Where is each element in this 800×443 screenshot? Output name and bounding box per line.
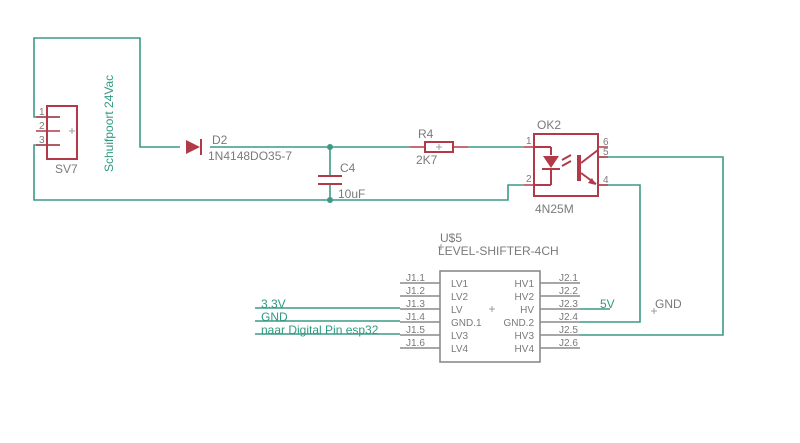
junction-dot — [327, 197, 333, 203]
pin-name: GND.1 — [451, 318, 482, 329]
pin-id: J2.1 — [559, 273, 578, 284]
pin-name: GND.2 — [503, 318, 534, 329]
pin-name: LV1 — [451, 279, 468, 290]
connector-sv7[interactable]: 1 2 3 SV7 Schuifpoort 24Vac — [36, 75, 116, 176]
light-arrow-icon — [561, 154, 572, 161]
capacitor-ref: C4 — [340, 161, 356, 175]
connector-name: Schuifpoort 24Vac — [102, 75, 116, 172]
pin-id: J1.4 — [406, 312, 425, 323]
wire-ok2-pin5-to-j2-5 — [580, 156, 724, 336]
pin-id: J2.4 — [559, 312, 578, 323]
diode-triangle — [186, 140, 200, 154]
optocoupler-body — [533, 133, 599, 197]
resistor-value: 2K7 — [416, 153, 438, 167]
pin-name: HV1 — [515, 279, 535, 290]
connector-ref: SV7 — [55, 162, 78, 176]
pin-id: J1.3 — [406, 299, 425, 310]
light-arrow-icon — [561, 160, 572, 167]
net-label-gnd-right[interactable]: GND — [655, 297, 682, 311]
connector-pin-number: 3 — [39, 135, 45, 146]
net-labels: 3.3V GND naar Digital Pin esp32 5V GND — [261, 297, 682, 337]
net-label-5v[interactable]: 5V — [600, 297, 615, 311]
optocoupler-pin-number: 2 — [526, 174, 532, 185]
pin-name: HV — [520, 305, 534, 316]
pin-name: LV3 — [451, 331, 468, 342]
pin-id: J2.3 — [559, 299, 578, 310]
led-triangle — [543, 156, 559, 168]
connector-pin-number: 2 — [39, 121, 45, 132]
pin-id: J1.5 — [406, 325, 425, 336]
capacitor-value: 10uF — [338, 187, 365, 201]
optocoupler-value: 4N25M — [535, 202, 574, 216]
pin-name: LV2 — [451, 292, 468, 303]
optocoupler-pin-number: 5 — [603, 147, 609, 158]
capacitor-c4[interactable]: C4 10uF — [318, 161, 365, 201]
diode-d2[interactable]: D2 1N4148DO35-7 — [186, 133, 292, 163]
pin-id: J1.2 — [406, 286, 425, 297]
pin-id: J2.5 — [559, 325, 578, 336]
pin-id: J2.6 — [559, 338, 578, 349]
pin-name: HV2 — [515, 292, 535, 303]
resistor-ref: R4 — [418, 127, 434, 141]
wires — [33, 37, 724, 336]
optocoupler-pin-number: 6 — [603, 137, 609, 148]
connector-pin-number: 1 — [39, 107, 45, 118]
transistor-collector — [580, 149, 599, 164]
optocoupler-pin-number: 1 — [526, 136, 532, 147]
resistor-r4[interactable]: R4 2K7 — [410, 127, 468, 167]
emitter-arrow-icon — [588, 178, 596, 185]
level-shifter-body — [439, 270, 541, 363]
connector-body — [46, 105, 78, 160]
net-label-3v3[interactable]: 3.3V — [261, 297, 286, 311]
level-shifter-ref: U$5 — [440, 231, 462, 245]
pin-id: J1.6 — [406, 338, 425, 349]
pin-name: LV — [451, 305, 463, 316]
pin-name: LV4 — [451, 344, 468, 355]
net-label-gnd-left[interactable]: GND — [261, 310, 288, 324]
diode-ref: D2 — [212, 133, 228, 147]
net-label-digital-pin[interactable]: naar Digital Pin esp32 — [261, 323, 379, 337]
pin-name: HV4 — [515, 344, 535, 355]
level-shifter-value: LEVEL-SHIFTER-4CH — [438, 244, 559, 258]
junction-dot — [327, 144, 333, 150]
diode-value: 1N4148DO35-7 — [208, 149, 292, 163]
optocoupler-pin-number: 4 — [603, 175, 609, 186]
pin-name: HV3 — [515, 331, 535, 342]
pin-id: J1.1 — [406, 273, 425, 284]
optocoupler-ok2[interactable]: 1 2 6 5 4 OK2 4N25M — [524, 118, 609, 216]
optocoupler-ref: OK2 — [537, 118, 561, 132]
pin-id: J2.2 — [559, 286, 578, 297]
wire-ok2-pin4-to-j2-4 — [580, 184, 641, 323]
transistor-base — [577, 155, 581, 181]
level-shifter-u5[interactable]: U$5 LEVEL-SHIFTER-4CH J1.1 J1.2 J1.3 J1.… — [400, 231, 580, 363]
